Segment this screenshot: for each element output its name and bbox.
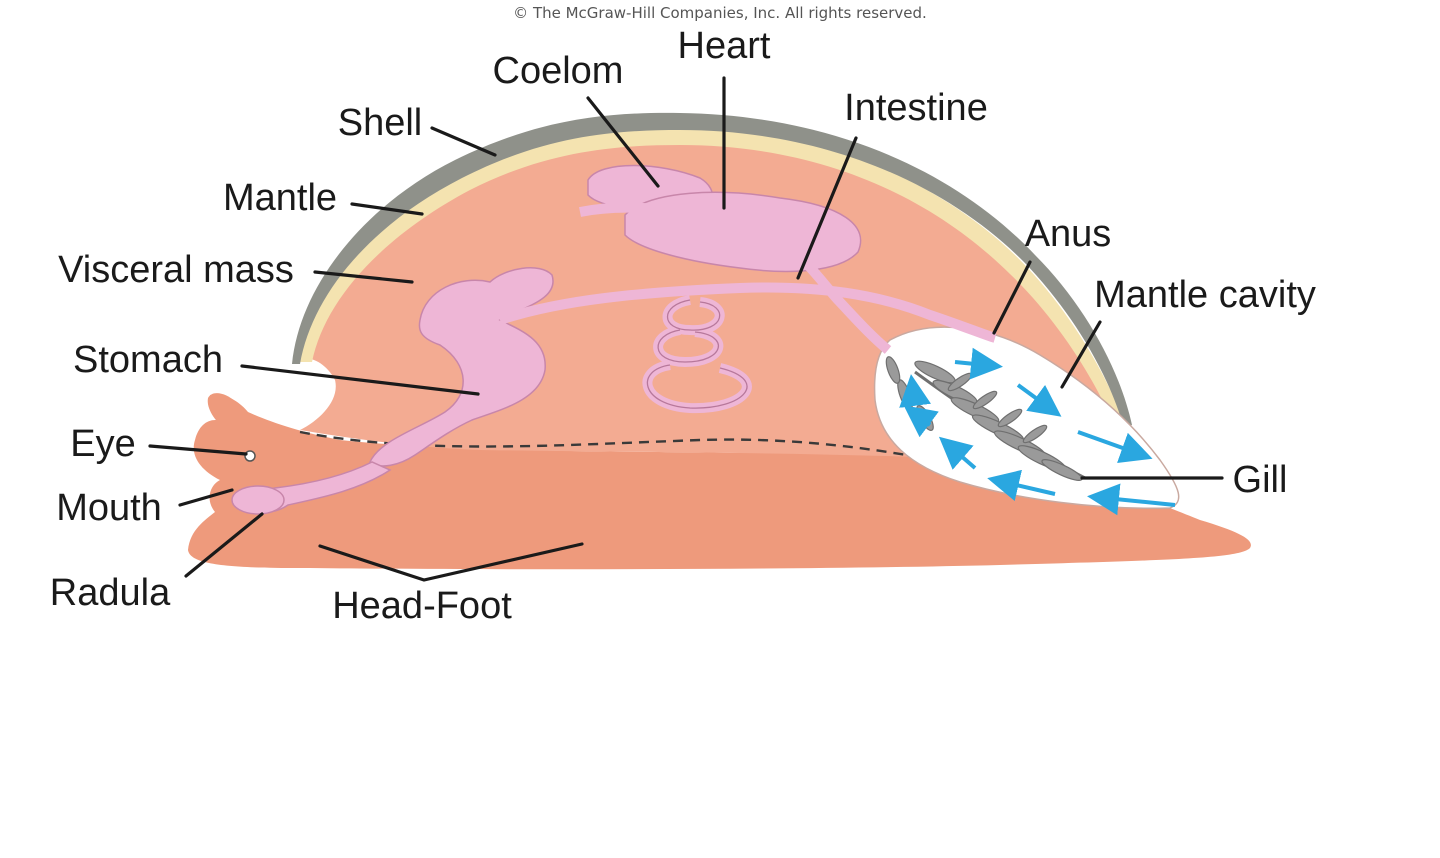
head-tentacle	[207, 393, 248, 428]
stomach-label: Stomach	[73, 339, 223, 381]
mantle-cavity-label: Mantle cavity	[1094, 274, 1316, 316]
mantle-label: Mantle	[223, 177, 337, 219]
intestine-outline	[646, 299, 748, 409]
water-flow-arrows	[899, 347, 1176, 516]
gill-label: Gill	[1233, 459, 1288, 501]
shell-label: Shell	[338, 102, 423, 144]
mouth-label: Mouth	[56, 487, 162, 529]
shell-leader	[430, 126, 497, 157]
eye-label: Eye	[70, 423, 135, 465]
anus-leader	[992, 260, 1032, 335]
coelom-leader	[586, 96, 660, 188]
intestine-leader	[796, 136, 858, 280]
stomach-leader	[240, 364, 480, 396]
copyright-text: © The McGraw-Hill Companies, Inc. All ri…	[513, 4, 927, 22]
eye-leader	[148, 444, 248, 456]
visceral-mass-label: Visceral mass	[58, 249, 294, 291]
mantle-band	[296, 128, 1126, 430]
mantle-leader	[350, 202, 424, 216]
radula-leader	[184, 512, 264, 578]
mantle-cavity-leader	[1060, 320, 1102, 389]
mouth-leader	[178, 488, 234, 507]
head-foot-shape	[188, 394, 1251, 570]
radula-label: Radula	[50, 572, 171, 614]
coelom-label: Coelom	[493, 50, 624, 92]
visceral-mass-leader	[313, 270, 414, 284]
heart-label: Heart	[678, 25, 771, 67]
stomach-organ	[369, 267, 554, 467]
intestine-label: Intestine	[844, 87, 988, 129]
anus-label: Anus	[1025, 213, 1112, 255]
head-foot-leader	[318, 542, 584, 582]
buccal-bulb	[231, 485, 285, 515]
head-foot-label: Head-Foot	[332, 585, 512, 627]
